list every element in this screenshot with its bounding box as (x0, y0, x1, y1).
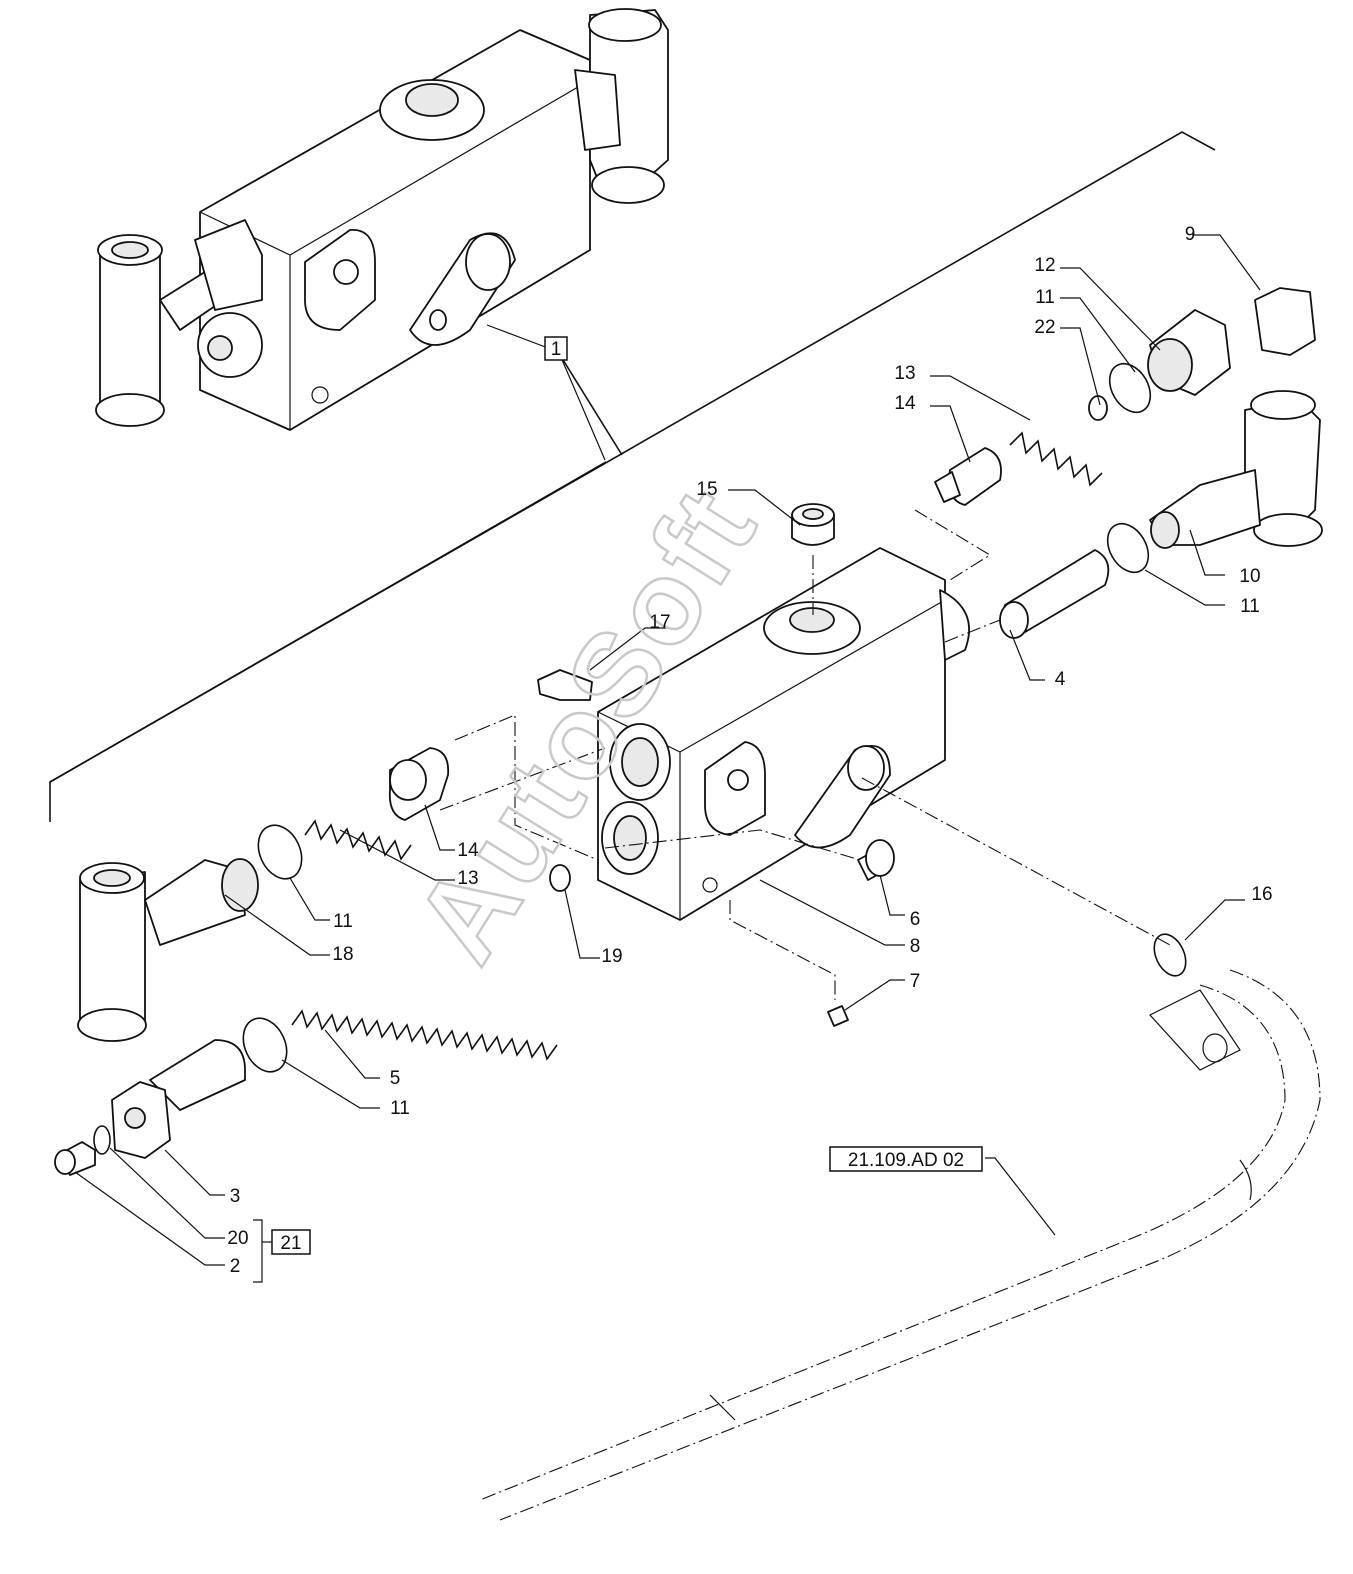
pin-17 (537, 669, 593, 701)
nut-9 (1254, 287, 1316, 356)
callout-11-bottom: 11 (390, 1098, 410, 1119)
callout-11-top: 11 (1035, 287, 1055, 308)
o-ring-11-left-upper (257, 824, 303, 880)
spring-5 (291, 1009, 558, 1061)
callout-2: 2 (230, 1256, 241, 1277)
callout-3: 3 (230, 1186, 241, 1207)
callout-12: 12 (1034, 255, 1055, 276)
o-ring-16 (1153, 933, 1187, 977)
callout-19: 19 (601, 946, 622, 967)
washer-19 (549, 864, 571, 892)
callout-6: 6 (910, 909, 921, 930)
callout-18: 18 (332, 944, 353, 965)
callout-11-right: 11 (1240, 596, 1260, 617)
callout-7: 7 (910, 971, 921, 992)
leader-lines (74, 234, 1261, 1283)
reference-box-21-109-ad-02: 21.109.AD 02 (829, 1146, 983, 1172)
reference-box-21: 21 (271, 1229, 311, 1255)
hydraulic-line (479, 969, 1321, 1521)
callout-22: 22 (1034, 317, 1055, 338)
reference-box-1: 1 (544, 336, 568, 361)
exploded-parts (54, 287, 1323, 1521)
plug-3 (111, 1039, 246, 1159)
callout-21: 21 (280, 1233, 301, 1254)
callout-1: 1 (551, 339, 562, 360)
callout-20: 20 (227, 1228, 248, 1249)
callout-17: 17 (649, 612, 670, 633)
callout-10: 10 (1239, 566, 1260, 587)
callouts: 2 3 4 5 6 7 8 9 10 11 11 11 11 12 13 13 … (227, 224, 1272, 1277)
reference-label: 21.109.AD 02 (848, 1150, 964, 1171)
pin-7 (827, 1005, 849, 1027)
callout-14-upper: 14 (894, 393, 916, 414)
callout-13-lower: 13 (457, 868, 478, 889)
assembly-frame (49, 131, 1216, 822)
callout-14-lower: 14 (457, 840, 479, 861)
callout-5: 5 (390, 1068, 401, 1089)
assembly-centerlines (439, 509, 1171, 1000)
callout-15: 15 (696, 479, 717, 500)
o-ring-11 (1106, 522, 1150, 574)
washer-20 (93, 1125, 111, 1155)
valve-body-8 (597, 547, 970, 921)
callout-9: 9 (1185, 224, 1196, 245)
o-ring-11-left-lower (242, 1017, 288, 1073)
callout-11-left: 11 (333, 911, 353, 932)
callout-13-upper: 13 (894, 363, 915, 384)
spring-13-upper (1009, 431, 1103, 487)
tee-fitting-18 (77, 858, 259, 1042)
assembled-valve (95, 8, 669, 431)
o-ring-11-upper (1108, 362, 1152, 414)
callout-16: 16 (1251, 884, 1272, 905)
callout-8: 8 (910, 936, 921, 957)
callout-4: 4 (1055, 669, 1066, 690)
